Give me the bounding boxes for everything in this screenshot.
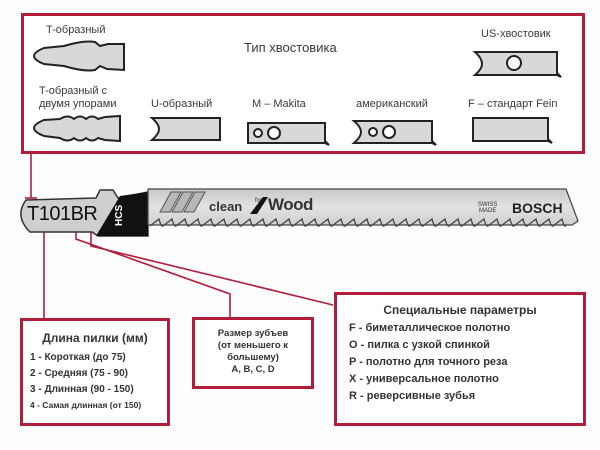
label-m-shank: M – Makita (252, 98, 306, 110)
m-shank-icon (247, 122, 330, 146)
us-hole (506, 55, 522, 71)
label-t2-shank-line2: двумя упорами (39, 98, 117, 110)
special-item-f: F - биметаллическое полотно (349, 322, 511, 334)
special-item-p: P - полотно для точного реза (349, 356, 508, 368)
length-item-1: 1 - Короткая (до 75) (30, 352, 126, 363)
connector-special (90, 227, 334, 306)
blade-body (147, 188, 579, 226)
stripes-logo (159, 191, 206, 213)
am-hole-large (382, 125, 396, 139)
special-item-r: R - реверсивные зубья (349, 390, 476, 402)
code-t: T (27, 203, 39, 225)
teeth-line-2: (от меньшего к (217, 340, 289, 351)
shank-title: Тип хвостовика (244, 40, 337, 55)
series-clean: clean (209, 199, 243, 214)
teeth-box: Размер зубъев (от меньшего к большему) A… (192, 317, 314, 389)
length-box: Длина пилки (мм) 1 - Короткая (до 75) 2 … (20, 318, 170, 426)
special-box: Специальные параметры F - биметаллическо… (334, 292, 586, 426)
blade-code-parts: T101BR (27, 203, 97, 225)
t-shank-icon (32, 40, 125, 72)
t2-shank-icon (32, 114, 121, 143)
label-f-shank: F – стандарт Fein (468, 98, 558, 110)
special-title: Специальные параметры (383, 303, 537, 317)
length-item-3: 3 - Длинная (90 - 150) (30, 384, 134, 395)
hcs-band (96, 192, 148, 236)
m-hole-small (253, 128, 263, 138)
connector-teeth (75, 227, 231, 318)
teeth-line-3: большему) (227, 352, 279, 363)
am-hole-small (368, 127, 378, 137)
label-t2-shank-line1: T-образный с (39, 85, 108, 97)
length-title: Длина пилки (мм) (42, 331, 148, 345)
u-shank-icon (149, 117, 221, 141)
swiss-text: SWISS (478, 202, 498, 208)
length-item-2: 2 - Средняя (75 - 90) (30, 368, 128, 379)
label-t-shank: T-образный (46, 24, 106, 36)
fein-shank-icon (472, 117, 553, 144)
special-item-x: X - универсальное полотно (349, 373, 499, 385)
teeth-line-1: Размер зубъев (217, 328, 289, 339)
blade-code: T101BR (27, 203, 98, 225)
length-item-4: 4 - Самая длинная (от 150) (30, 400, 142, 410)
brand-logo: BOSCH (512, 200, 563, 216)
label-us-shank: US-хвостовик (481, 28, 551, 40)
series-wood: Wood (268, 195, 313, 214)
blade-teeth (149, 217, 567, 227)
label-am-shank: американский (356, 98, 428, 110)
m-hole-large (267, 126, 281, 140)
code-length: 101 (39, 203, 71, 225)
series-for: for (255, 198, 263, 204)
label-u-shank: U-образный (151, 98, 213, 110)
special-item-o: O - пилка с узкой спинкой (349, 339, 490, 351)
blade-material: HCS (114, 204, 125, 226)
for-slash (250, 197, 268, 214)
code-special: R (83, 203, 97, 225)
swiss-made: SWISS MADE (478, 202, 497, 214)
teeth-line-4: A, B, C, D (231, 364, 275, 375)
code-teeth: B (71, 203, 84, 225)
made-text: MADE (479, 208, 497, 214)
